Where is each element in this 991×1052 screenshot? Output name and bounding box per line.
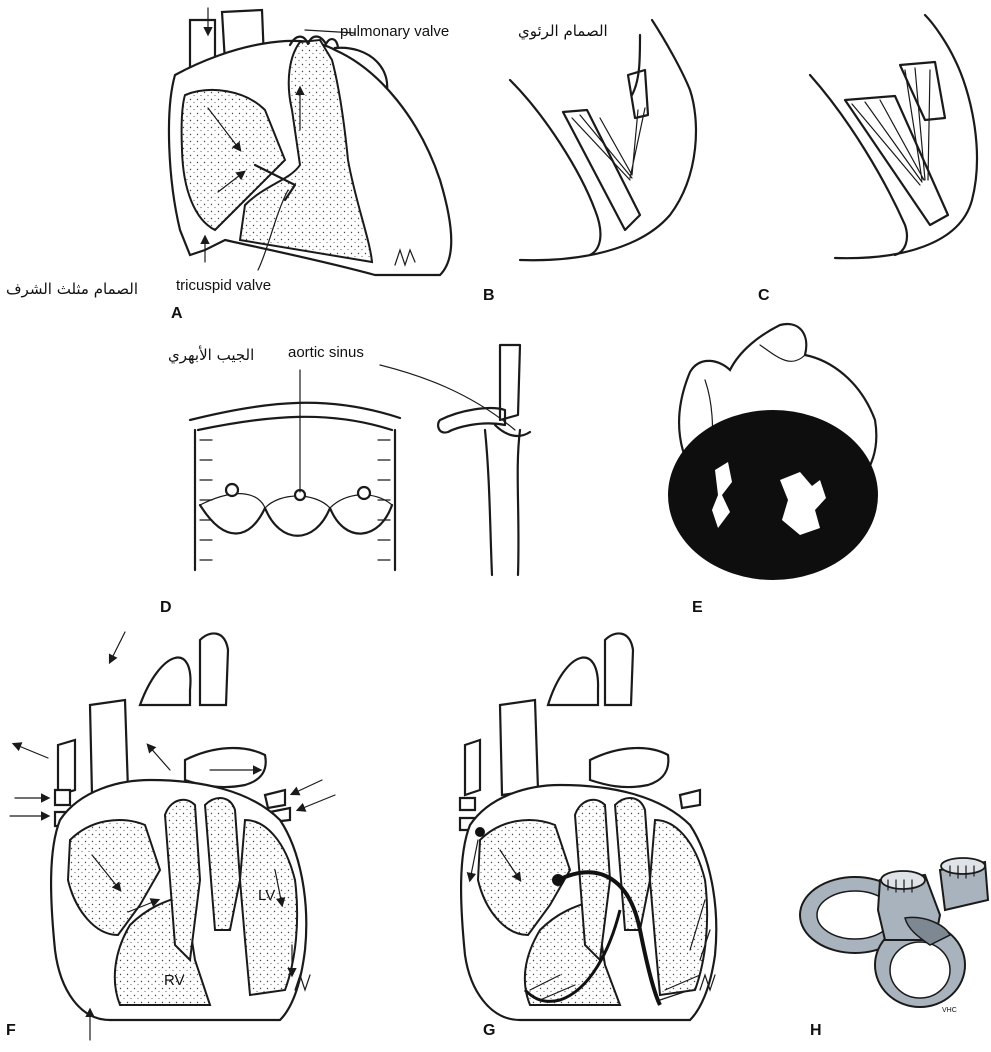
ventricle-cross-section [668, 410, 878, 580]
panel-g: G [460, 633, 716, 1039]
tricuspid-valve-label: tricuspid valve [176, 277, 271, 294]
tricuspid-valve-label-ar: الصمام مثلث الشرف [6, 280, 138, 298]
lv-label: LV [258, 887, 275, 904]
panel-b-letter: B [483, 287, 495, 304]
pulmonary-valve-label: pulmonary valve [340, 23, 449, 40]
rv-label: RV [164, 972, 185, 989]
panel-e-letter: E [692, 599, 703, 616]
panel-a: pulmonary valve الصمام الرئوي tricuspid … [6, 8, 608, 322]
panel-a-letter: A [171, 305, 183, 322]
panel-d: aortic sinus الجيب الأبهري D [160, 344, 530, 616]
pulmonary-valve-label-ar: الصمام الرئوي [518, 22, 608, 41]
panel-c: C [758, 15, 977, 304]
panel-f: RV LV F [6, 632, 335, 1040]
panel-c-letter: C [758, 287, 770, 304]
panel-e: E [668, 324, 878, 616]
panel-f-letter: F [6, 1022, 16, 1039]
panel-d-letter: D [160, 599, 172, 616]
aortic-sinus-label-ar: الجيب الأبهري [168, 345, 254, 365]
panel-b: B [483, 20, 696, 304]
panel-h-signature: VHC [942, 1007, 957, 1014]
aortic-sinus-label: aortic sinus [288, 344, 364, 361]
panel-h-letter: H [810, 1022, 822, 1039]
panel-h: VHC H [800, 858, 988, 1039]
panel-g-letter: G [483, 1022, 495, 1039]
